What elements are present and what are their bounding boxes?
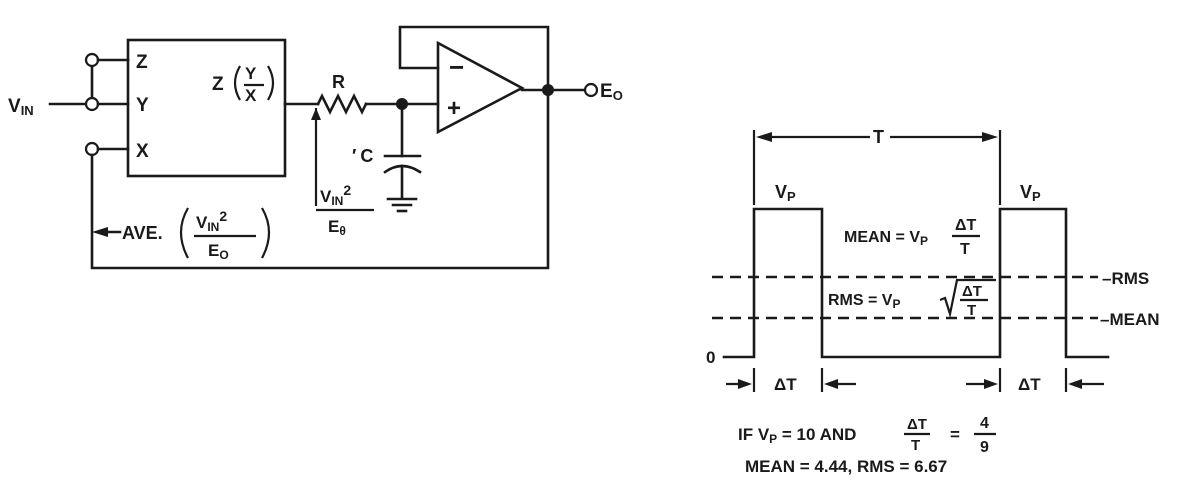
zero-label: 0 [706, 348, 715, 367]
terminal-z [84, 52, 100, 68]
svg-text:RMS = VP: RMS = VP [828, 292, 900, 311]
resistor-label: R [332, 72, 345, 92]
peak-label-2: VP [1020, 182, 1041, 204]
svg-text:ΔT: ΔT [962, 283, 982, 300]
feedback-arrowhead [92, 227, 108, 237]
svg-text:ΔT: ΔT [1018, 375, 1041, 394]
ground-icon [386, 197, 418, 213]
node-label: VIN2 [320, 182, 351, 208]
delta-t-marker-2: ΔT [966, 368, 1104, 394]
terminal-x [84, 141, 100, 157]
terminal-y [84, 96, 100, 112]
example-condition: IF VP = 10 AND ΔT T = 4 9 [738, 415, 996, 456]
pin-z-label: Z [136, 52, 148, 73]
paren-right [267, 65, 275, 101]
output-label: EO [600, 81, 623, 103]
pin-x-label: X [136, 141, 149, 162]
svg-text:X: X [245, 86, 257, 105]
svg-text:MEAN = VP: MEAN = VP [844, 229, 928, 248]
peak-label-1: VP [775, 182, 796, 204]
delta-t-marker-1: ΔT [726, 368, 856, 394]
capacitor-label: ′C [352, 146, 373, 166]
waveform-diagram: T VP VP 0 –RMS –MEAN MEAN = VP ΔT T RMS … [706, 127, 1160, 476]
divider-block [126, 38, 287, 178]
mean-formula: MEAN = VP ΔT T [844, 217, 980, 258]
svg-text:Y: Y [245, 64, 257, 83]
input-label: VIN [8, 96, 34, 118]
circuit-diagram: VIN Z Y X Z Y X R [8, 25, 623, 270]
pin-y-label: Y [136, 95, 149, 116]
divider-transfer-function: Z Y X [212, 64, 275, 105]
output-terminal [583, 82, 599, 98]
node-denominator: Eθ [328, 217, 346, 238]
pulse-waveform [722, 207, 1110, 359]
svg-text:4: 4 [980, 415, 989, 432]
op-amp [436, 40, 525, 135]
mean-level-label: –MEAN [1100, 310, 1160, 329]
example-result: MEAN = 4.44, RMS = 6.67 [745, 457, 947, 476]
follower-feedback-wire [398, 25, 550, 92]
svg-text:T: T [967, 302, 976, 319]
svg-text:ΔT: ΔT [955, 217, 977, 234]
op-amp-plus: + [447, 95, 461, 122]
paren-left [233, 65, 241, 101]
average-feedback-wire [90, 88, 550, 270]
node-voltage-indicator: VIN2 Eθ [311, 108, 374, 238]
resistor-r [316, 93, 368, 115]
svg-text:T: T [960, 241, 970, 258]
svg-text:=: = [950, 425, 960, 444]
svg-text:ΔT: ΔT [907, 416, 927, 433]
period-label: T [873, 127, 884, 147]
rms-formula: RMS = VP ΔT T [826, 278, 996, 319]
rms-level-label: –RMS [1102, 269, 1149, 288]
feedback-label: AVE. VIN2 EO [122, 207, 271, 262]
svg-text:Z: Z [212, 74, 224, 95]
svg-text:9: 9 [980, 439, 989, 456]
svg-text:VIN2: VIN2 [196, 208, 227, 234]
svg-text:AVE.: AVE. [122, 223, 163, 243]
svg-text:EO: EO [208, 241, 229, 262]
svg-text:T: T [911, 437, 920, 454]
svg-text:ΔT: ΔT [774, 375, 797, 394]
svg-text:IF VP = 10 AND: IF VP = 10 AND [738, 425, 856, 446]
sqrt-sign [939, 278, 996, 319]
op-amp-minus: − [449, 52, 464, 82]
